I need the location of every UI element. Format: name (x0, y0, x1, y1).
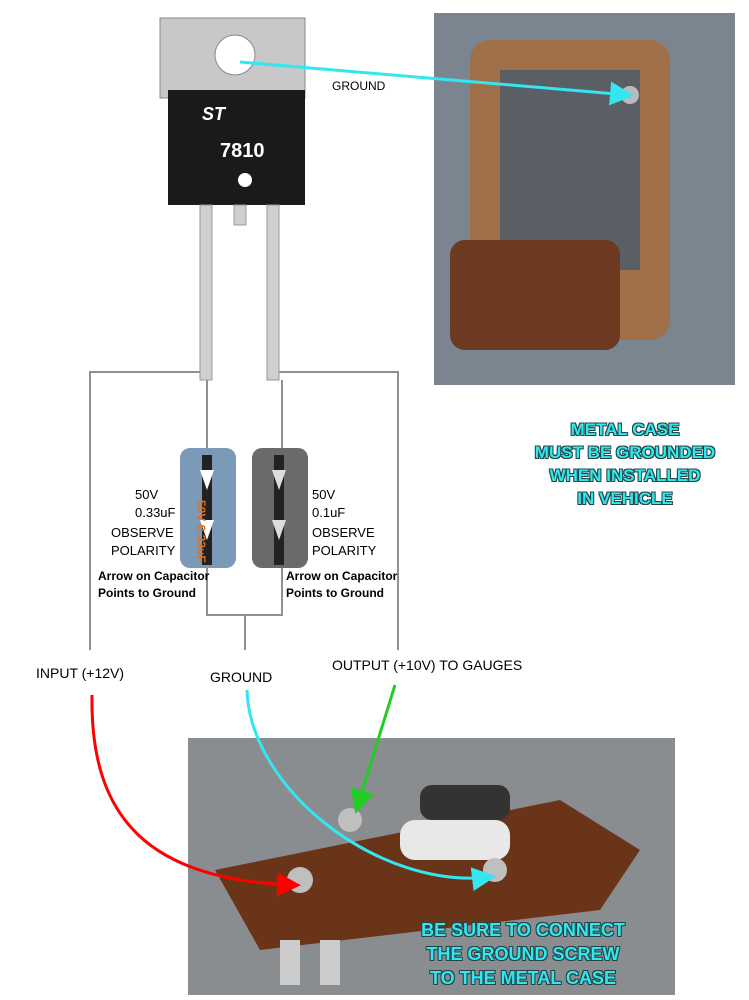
voltage-regulator (159, 17, 306, 381)
cap2-capacitance: 0.1uF (312, 505, 346, 520)
ground-arrow-bottom (245, 689, 496, 892)
ground-label: GROUND (210, 669, 273, 685)
cap2-ratings: 50V 0.1uF (312, 486, 345, 522)
capacitor-0-33uf (180, 448, 236, 568)
cap1-voltage: 50V (135, 487, 159, 502)
capacitor-0-1uf (252, 448, 308, 568)
output-arrow (350, 684, 397, 814)
cap2-polarity-note: OBSERVE POLARITY (312, 524, 376, 560)
input-label: INPUT (+12V) (36, 665, 125, 681)
note-line: THE GROUND SCREW (426, 944, 620, 964)
ground-screw-note: BE SURE TO CONNECT THE GROUND SCREW TO T… (398, 918, 648, 990)
output-label: OUTPUT (+10V) TO GAUGES (332, 657, 523, 673)
cap1-ratings: 50V 0.33uF (135, 486, 175, 522)
cap1-body-text: 50V 0.33uF (194, 500, 208, 563)
note-line: OBSERVE (111, 525, 174, 540)
cap2-arrow-note: Arrow on Capacitor Points to Ground (286, 568, 397, 602)
note-line: METAL CASE (570, 420, 680, 439)
note-line: POLARITY (111, 543, 176, 558)
note-line: OBSERVE (312, 525, 375, 540)
note-line: MUST BE GROUNDED (534, 443, 716, 462)
cap1-capacitance: 0.33uF (135, 505, 176, 520)
regulator-part-number: 7810 (220, 140, 265, 162)
input-arrow (90, 694, 301, 897)
note-line: Arrow on Capacitor (98, 569, 210, 583)
note-line: WHEN INSTALLED (549, 466, 701, 485)
cap2-voltage: 50V (312, 487, 336, 502)
note-line: Arrow on Capacitor (286, 569, 398, 583)
ground-arrow-top (239, 60, 634, 106)
note-line: Points to Ground (286, 586, 384, 600)
cap1-polarity-note: OBSERVE POLARITY (111, 524, 175, 560)
note-line: IN VEHICLE (577, 489, 673, 508)
note-line: Points to Ground (98, 586, 196, 600)
note-line: POLARITY (312, 543, 377, 558)
note-line: BE SURE TO CONNECT (421, 920, 625, 940)
regulator-logo: ST (202, 104, 226, 124)
note-line: TO THE METAL CASE (429, 968, 616, 988)
circuit-board-photo (188, 738, 675, 995)
ground-label-top: GROUND (332, 79, 386, 93)
metal-case-note: METAL CASE MUST BE GROUNDED WHEN INSTALL… (505, 418, 745, 510)
cap1-arrow-note: Arrow on Capacitor Points to Ground (98, 568, 209, 602)
metal-case-photo (434, 13, 735, 385)
